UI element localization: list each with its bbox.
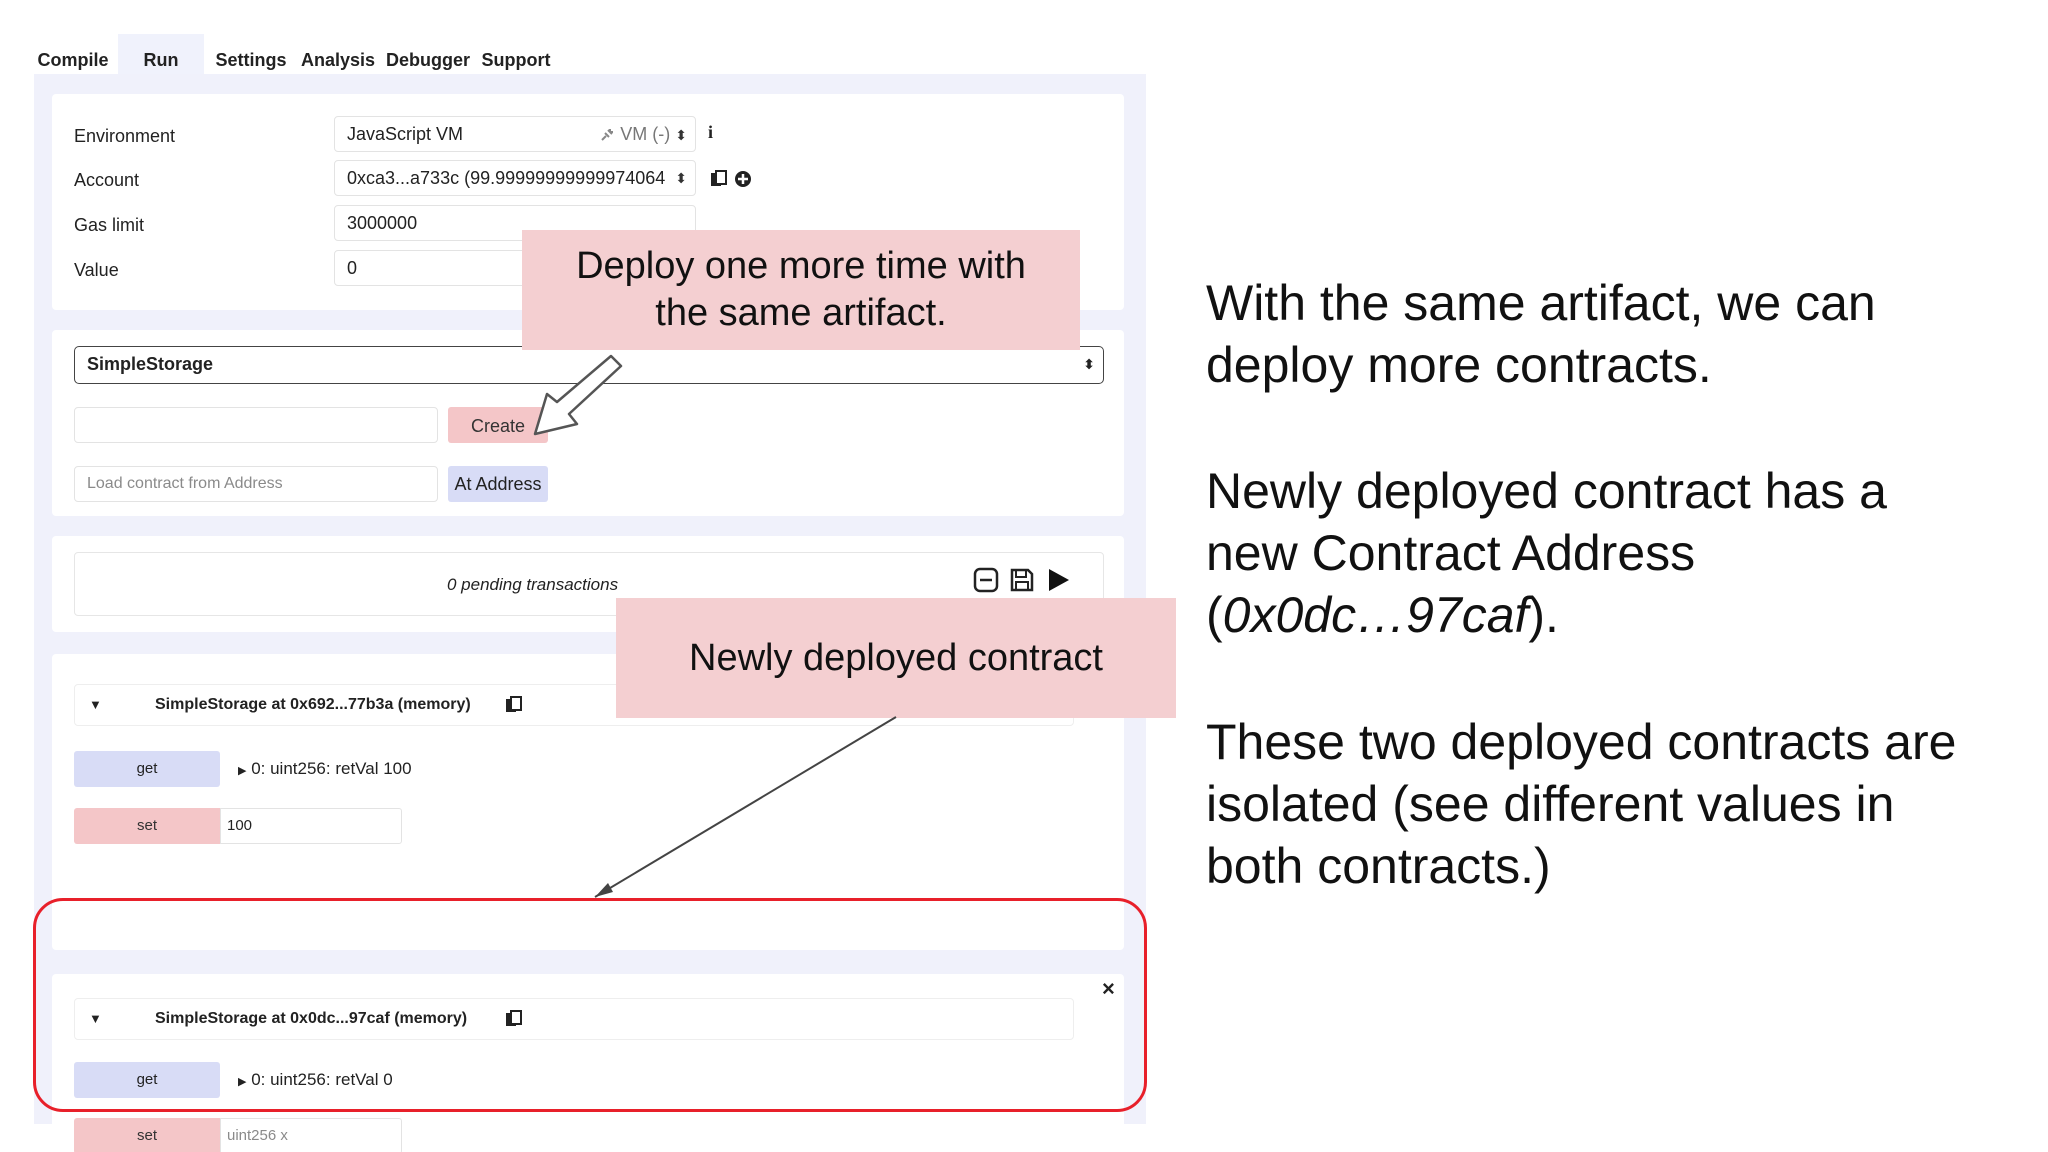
gas-limit-label: Gas limit	[74, 215, 145, 235]
add-account-icon[interactable]	[734, 170, 752, 188]
note-line: new Contract Address	[1206, 525, 1696, 581]
environment-select[interactable]: JavaScript VM VM (-) ⬍	[334, 116, 696, 152]
set-button[interactable]: set	[74, 1118, 220, 1152]
create-button[interactable]: Create	[448, 407, 548, 443]
close-icon[interactable]: ×	[1102, 976, 1115, 1001]
pointer-line	[594, 716, 897, 898]
copy-icon[interactable]	[505, 696, 523, 714]
constructor-args-input[interactable]	[74, 407, 438, 443]
instance-title: SimpleStorage at 0x692...77b3a (memory)	[155, 696, 471, 713]
get-button[interactable]: get	[74, 751, 220, 787]
note-line: both contracts.)	[1206, 838, 1551, 894]
plug-icon	[601, 129, 614, 141]
get-result-text: 0: uint256: retVal 100	[251, 759, 412, 778]
note-line: isolated (see different values in	[1206, 776, 1895, 832]
note-paragraph-1: With the same artifact, we can deploy mo…	[1206, 272, 1876, 396]
note-paren-open: (	[1206, 587, 1223, 643]
highlight-outline	[33, 898, 1147, 1112]
load-address-placeholder: Load contract from Address	[87, 475, 283, 492]
environment-right: VM (-) ⬍	[599, 117, 687, 151]
set-input[interactable]: uint256 x	[220, 1118, 402, 1152]
pending-box: 0 pending transactions	[74, 552, 1104, 616]
environment-label: Environment	[74, 126, 176, 146]
clear-icon[interactable]	[973, 567, 999, 593]
caret-right-icon[interactable]: ▶	[238, 765, 247, 777]
at-address-button[interactable]: At Address	[448, 466, 548, 502]
tab-compile[interactable]: Compile	[37, 50, 109, 70]
set-input[interactable]: 100	[220, 808, 402, 844]
account-value: 0xca3...a733c (99.99999999999974064	[347, 168, 666, 188]
note-line: These two deployed contracts are	[1206, 714, 1957, 770]
account-select[interactable]: 0xca3...a733c (99.99999999999974064 ⬍	[334, 160, 696, 196]
instance-header[interactable]: ▼ SimpleStorage at 0x0dc...97caf (memory…	[74, 998, 1074, 1040]
get-result: ▶ 0: uint256: retVal 100	[238, 759, 412, 779]
tab-run[interactable]: Run	[118, 34, 204, 76]
note-line: (0x0dc…97caf).	[1206, 584, 1887, 646]
get-result: ▶ 0: uint256: retVal 0	[238, 1070, 393, 1090]
copy-icon[interactable]	[710, 170, 728, 188]
deploy-callout: Deploy one more time with the same artif…	[522, 230, 1080, 350]
contract-card: SimpleStorage ⬍ Create Load contract fro…	[52, 330, 1124, 516]
info-icon[interactable]: i	[708, 122, 714, 142]
newly-deployed-callout: Newly deployed contract	[616, 598, 1176, 718]
account-updown-icon: ⬍	[675, 170, 687, 186]
caret-down-icon[interactable]: ▼	[89, 697, 102, 712]
tab-debugger[interactable]: Debugger	[385, 50, 470, 70]
play-icon[interactable]	[1045, 567, 1071, 593]
value-label: Value	[74, 260, 119, 280]
pending-text: 0 pending transactions	[447, 575, 619, 594]
note-line: deploy more contracts.	[1206, 337, 1712, 393]
contract-updown-icon: ⬍	[1083, 356, 1095, 372]
tab-analysis[interactable]: Analysis	[300, 50, 376, 70]
note-line: Newly deployed contract has a	[1206, 463, 1887, 519]
note-paragraph-3: These two deployed contracts are isolate…	[1206, 711, 1956, 897]
environment-right-text: VM (-)	[620, 124, 671, 144]
updown-icon: ⬍	[675, 127, 687, 143]
note-line: With the same artifact, we can	[1206, 275, 1876, 331]
caret-right-icon[interactable]: ▶	[238, 1076, 247, 1088]
caret-down-icon[interactable]: ▼	[89, 1011, 102, 1026]
environment-card: Environment JavaScript VM VM (-) ⬍ i Acc…	[52, 94, 1124, 310]
contract-address-italic: 0x0dc…97caf	[1222, 587, 1529, 643]
set-button[interactable]: set	[74, 808, 220, 844]
tab-settings[interactable]: Settings	[215, 50, 287, 70]
deploy-callout-line2: the same artifact.	[655, 292, 947, 334]
arrow-icon	[533, 354, 623, 436]
get-button[interactable]: get	[74, 1062, 220, 1098]
instance-title: SimpleStorage at 0x0dc...97caf (memory)	[155, 1010, 468, 1027]
environment-value: JavaScript VM	[347, 124, 464, 144]
save-icon[interactable]	[1009, 567, 1035, 593]
contract-selected: SimpleStorage	[87, 354, 214, 374]
tab-bar: Compile Run Settings Analysis Debugger S…	[34, 34, 1146, 76]
account-label: Account	[74, 170, 140, 190]
get-result-text: 0: uint256: retVal 0	[251, 1070, 393, 1089]
tab-support[interactable]: Support	[481, 50, 551, 70]
load-address-input[interactable]: Load contract from Address	[74, 466, 438, 502]
set-input-placeholder: uint256 x	[227, 1127, 288, 1144]
instances-card: × ▼ SimpleStorage at 0x0dc...97caf (memo…	[52, 974, 1124, 1152]
note-paragraph-2: Newly deployed contract has a new Contra…	[1206, 460, 1887, 646]
note-paren-close: ).	[1528, 587, 1559, 643]
copy-icon[interactable]	[505, 1010, 523, 1028]
deploy-callout-line1: Deploy one more time with	[576, 245, 1026, 287]
